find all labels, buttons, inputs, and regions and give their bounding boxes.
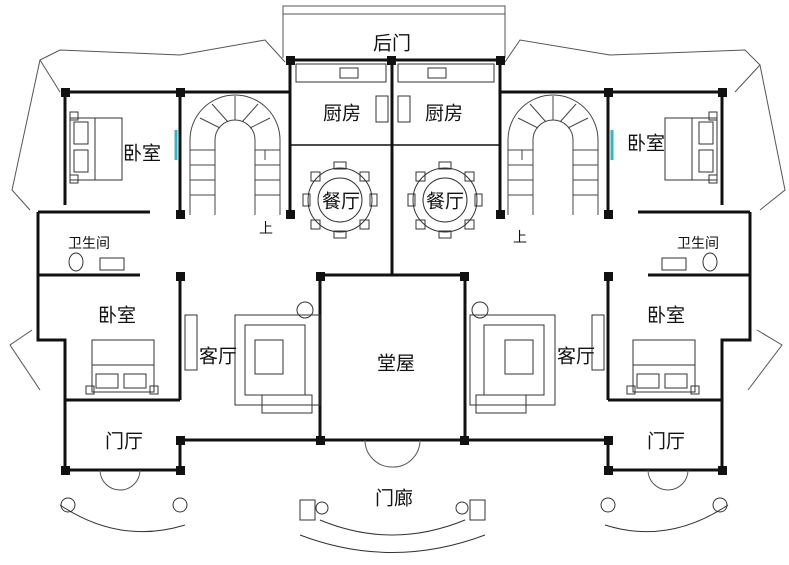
stair-up-label-left: 上 <box>259 221 273 237</box>
bed-mid-left <box>85 339 159 395</box>
bathroom-fixtures <box>68 252 718 272</box>
bed-mid-right <box>626 339 700 395</box>
dining-table-left <box>302 161 378 239</box>
room-label-bedroom-mid-right: 卧室 <box>646 304 686 327</box>
staircase-right <box>507 94 599 215</box>
living-furniture-right <box>469 301 605 414</box>
room-label-dining-right: 餐厅 <box>425 190 465 213</box>
room-label-back-door: 后门 <box>372 32 412 55</box>
kitchen-counters <box>295 63 495 123</box>
room-label-living-right: 客厅 <box>556 345 596 368</box>
room-label-main-hall: 堂屋 <box>376 352 416 375</box>
walls <box>36 58 752 472</box>
room-label-dining-left: 餐厅 <box>321 190 361 213</box>
room-label-porch: 门廊 <box>374 487 414 510</box>
room-label-living-left: 客厅 <box>198 345 238 368</box>
room-label-bathroom-right: 卫生间 <box>677 236 719 252</box>
pillars <box>61 56 727 475</box>
bed-top-right <box>664 111 718 184</box>
room-label-kitchen-right: 厨房 <box>424 102 464 125</box>
dining-table-right <box>407 161 483 239</box>
room-label-kitchen-left: 厨房 <box>322 102 362 125</box>
living-furniture-left <box>184 301 321 414</box>
stair-up-label-right: 上 <box>513 230 527 246</box>
doors <box>99 439 689 491</box>
staircase-left <box>189 94 281 215</box>
windows <box>174 130 614 160</box>
room-label-foyer-left: 门厅 <box>104 430 144 453</box>
back-terrace <box>282 5 506 58</box>
room-label-bedroom-top-right: 卧室 <box>626 132 666 155</box>
room-label-bedroom-mid-left: 卧室 <box>97 304 137 327</box>
eaves-outline <box>9 39 786 391</box>
room-label-foyer-right: 门厅 <box>646 430 686 453</box>
room-label-bedroom-top-left: 卧室 <box>122 142 162 165</box>
room-label-bathroom-left: 卫生间 <box>68 236 110 252</box>
bed-top-left <box>69 111 123 184</box>
porch-steps <box>59 497 729 553</box>
